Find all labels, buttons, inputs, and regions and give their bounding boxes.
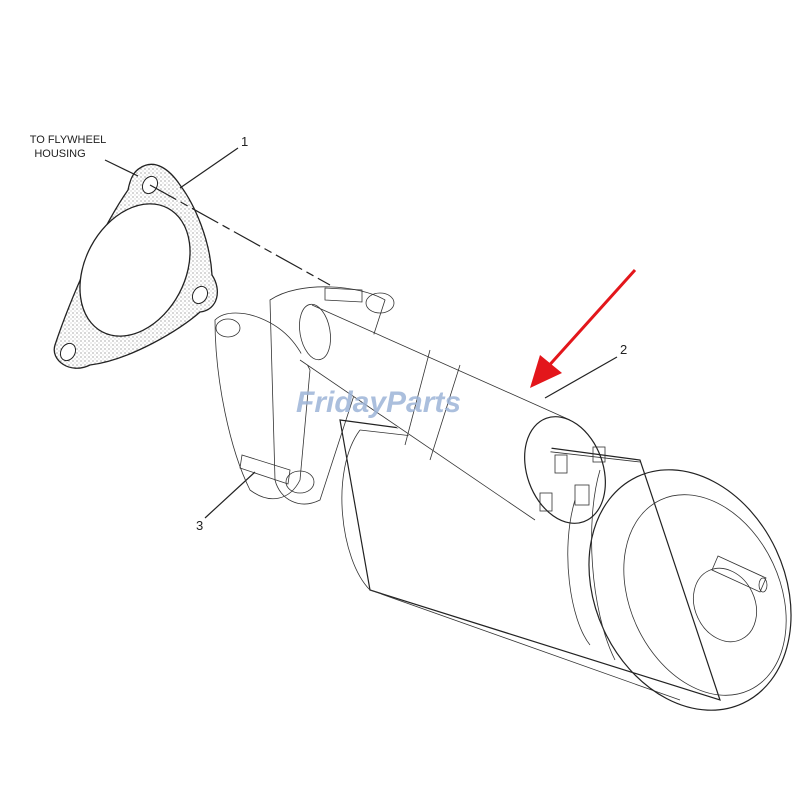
leader-2 [544, 356, 618, 399]
alignment-line [149, 184, 331, 286]
callout-3: 3 [196, 518, 203, 533]
leader-3 [204, 471, 256, 519]
leader-flywheel [104, 159, 139, 177]
end-stud [711, 555, 768, 593]
callout-1: 1 [241, 134, 248, 149]
starter-motor [214, 286, 792, 711]
solenoid [299, 303, 606, 524]
red-arrow-icon [530, 268, 637, 388]
mounting-stud-bottom [239, 454, 315, 494]
mounting-stud-top [324, 287, 395, 314]
watermark-logo: FridayParts [296, 386, 461, 419]
leader-1 [179, 147, 239, 189]
callout-2: 2 [620, 342, 627, 357]
flywheel-note-line1: TO FLYWHEEL [30, 134, 107, 146]
flywheel-note-line2: HOUSING [34, 148, 85, 160]
gasket [53, 163, 218, 369]
